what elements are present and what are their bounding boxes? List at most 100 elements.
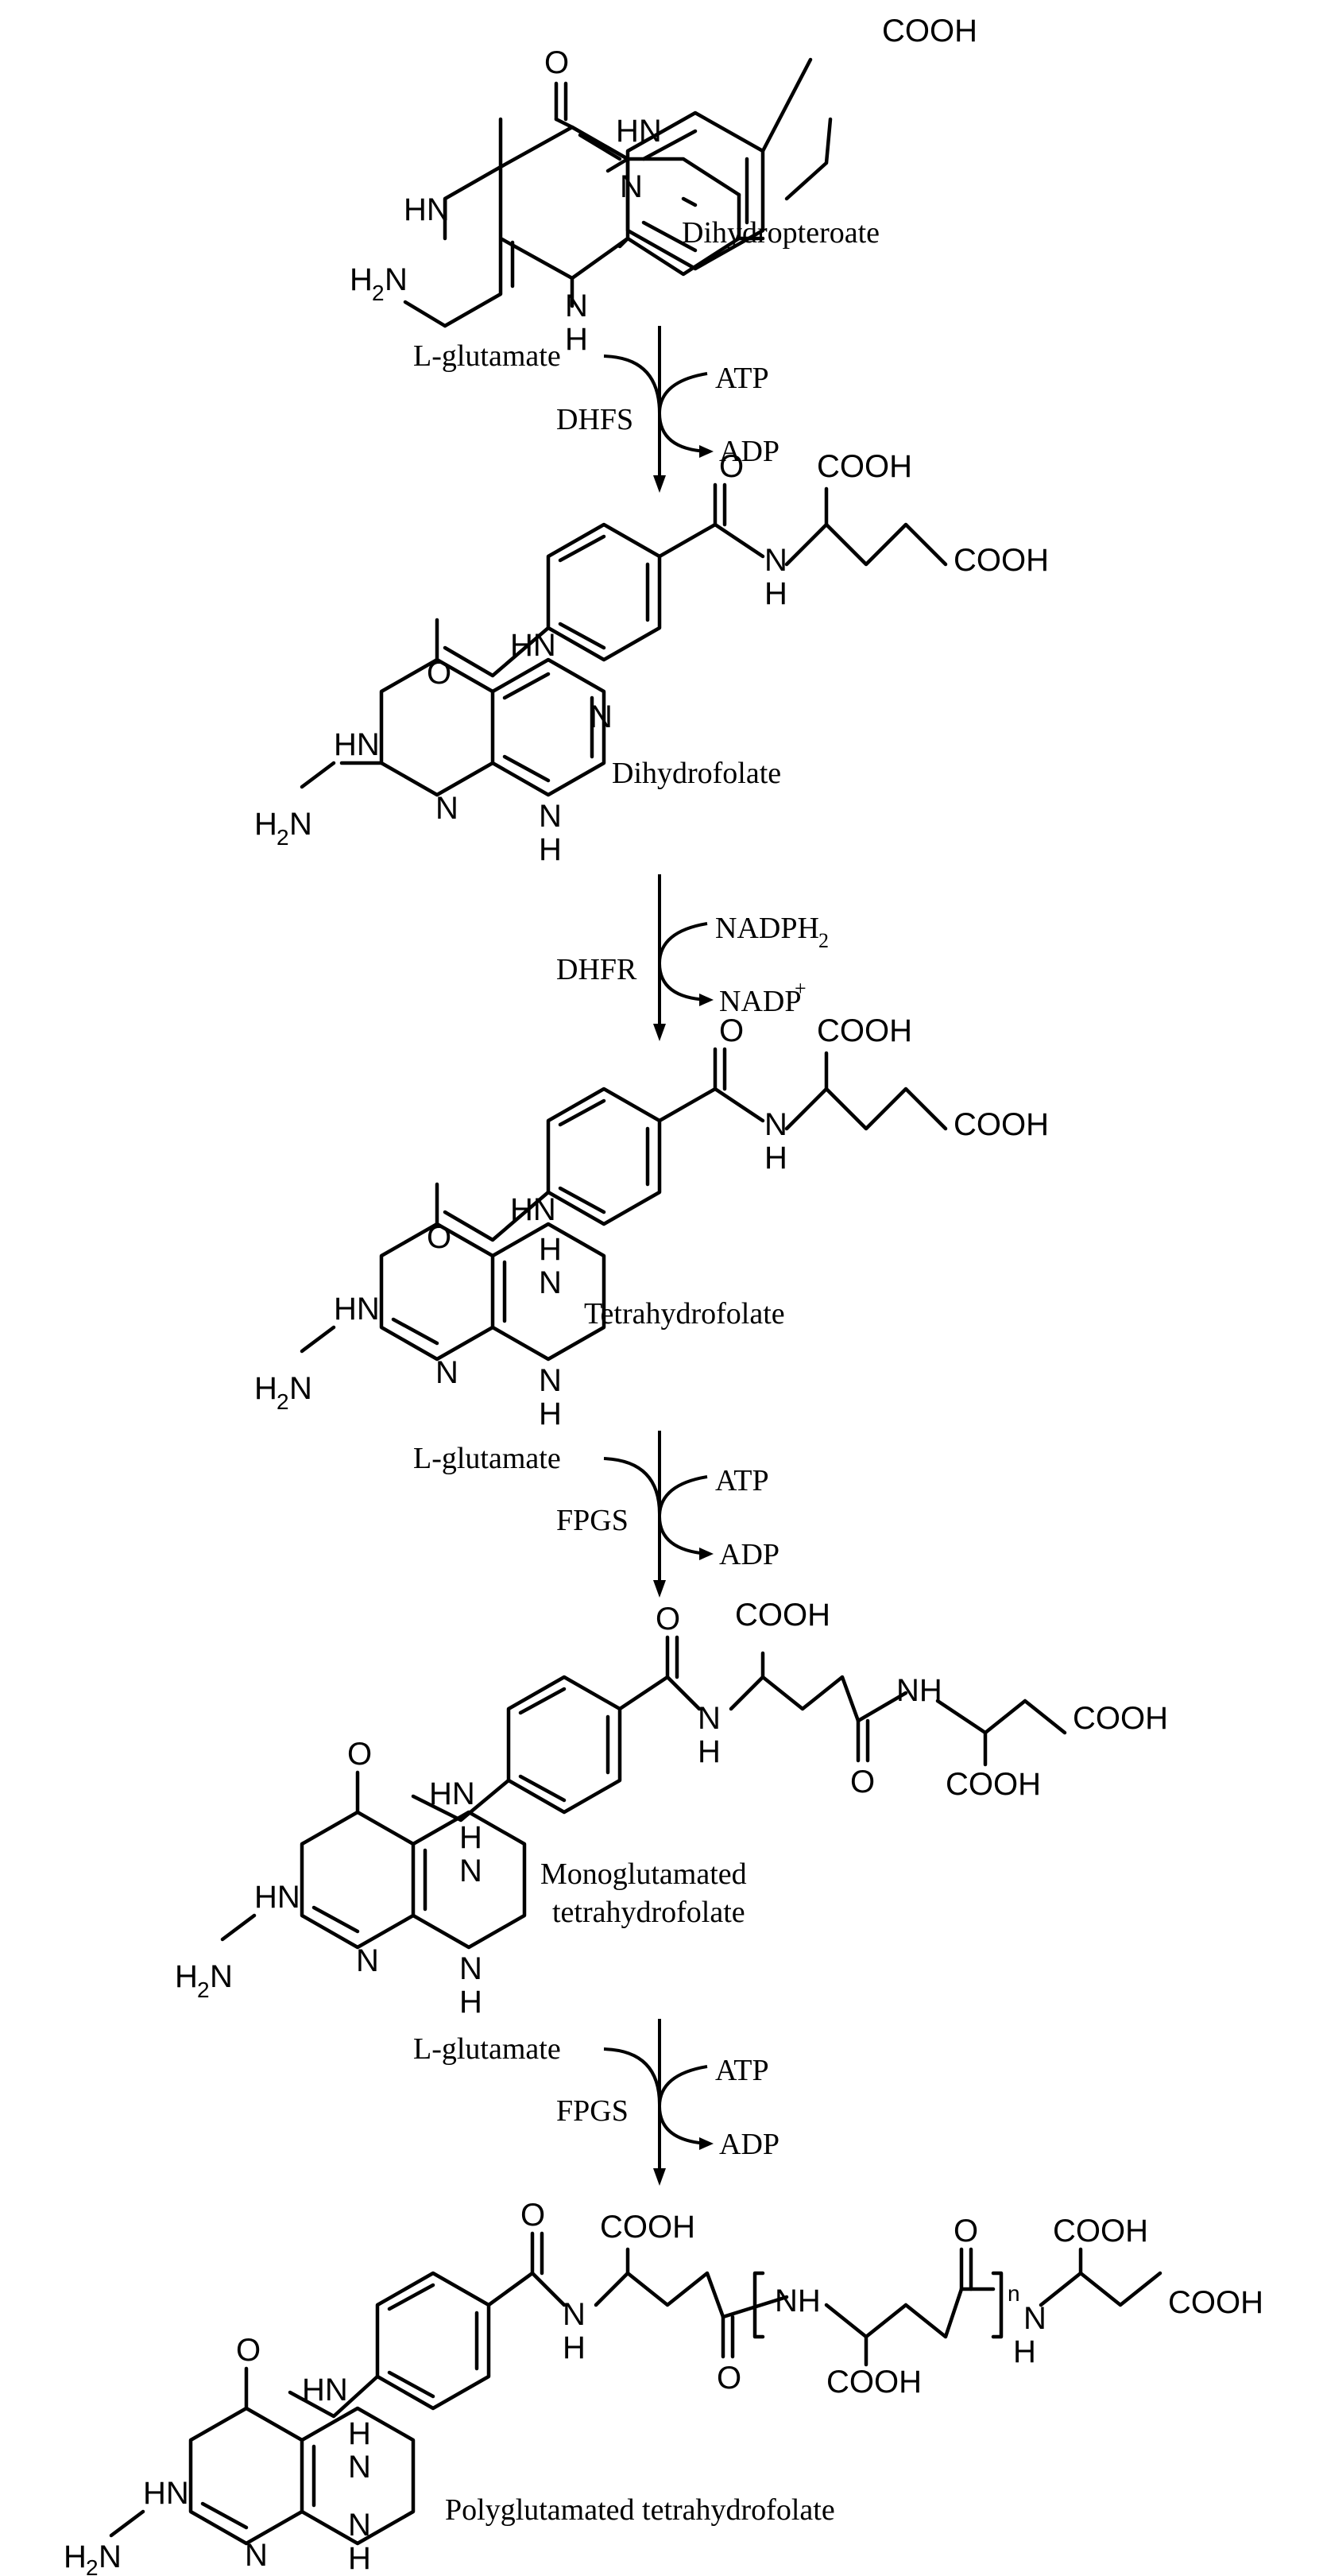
atom-cooh: COOH [882, 14, 977, 48]
atom-o: O [719, 1013, 744, 1048]
atom-h: H [350, 262, 373, 297]
substrate-label: L-glutamate [413, 2032, 561, 2066]
atom-cooh: COOH [735, 1598, 830, 1633]
atom-o: O [520, 2198, 545, 2233]
dihydropteroate-structure: O HN N HN H 2 N N H COOH Dihydropteroate [350, 14, 977, 357]
atom-h: H [539, 832, 562, 867]
atom-h: H [565, 322, 588, 357]
atom-n: N [1023, 2301, 1046, 2336]
atom-sub-2: 2 [372, 281, 385, 305]
atom-sub-2: 2 [277, 825, 289, 850]
atom-hn: HN [616, 114, 662, 149]
atom-sub-2: 2 [277, 1389, 289, 1414]
atom-h: H [698, 1734, 721, 1769]
atom-n: N [459, 1854, 482, 1888]
cofactor-out-adp: ADP [719, 2128, 779, 2161]
atom-o: O [236, 2333, 261, 2368]
atom-hn: HN [404, 192, 450, 227]
atom-o: O [719, 449, 744, 484]
reaction-step-dhfs: L-glutamate DHFS ATP ADP [413, 326, 779, 493]
atom-h: H [459, 1985, 482, 2020]
cofactor-in-atp: ATP [715, 2054, 769, 2087]
atom-n: N [698, 1701, 721, 1736]
atom-cooh: COOH [817, 449, 912, 484]
tetrahydrofolate-structure: O COOH N H COOH HN O H N HN N H 2 N N H … [254, 1013, 1049, 1431]
cofactor-out-adp: ADP [719, 435, 779, 468]
atom-h: H [539, 1232, 562, 1267]
cofactor-in-atp: ATP [715, 362, 769, 395]
atom-n: N [435, 791, 458, 826]
atom-h: H [348, 2541, 371, 2576]
atom-hn: HN [143, 2476, 189, 2511]
atom-n: N [356, 1943, 379, 1978]
atom-o: O [656, 1602, 680, 1637]
compound-name-dihydropteroate: Dihydropteroate [682, 216, 880, 250]
dihydrofolate-structure: O COOH N H COOH HN O N HN N H 2 N N H Di… [254, 449, 1049, 867]
cofactor-out-sup: + [795, 977, 807, 1000]
atom-sub-2: 2 [197, 1978, 210, 2002]
atom-o: O [954, 2214, 978, 2249]
enzyme-label-fpgs: FPGS [556, 1504, 629, 1537]
atom-cooh: COOH [1073, 1701, 1168, 1736]
atom-n: N [348, 2508, 371, 2543]
atom-h: H [348, 2416, 371, 2451]
atom-cooh: COOH [954, 1107, 1049, 1142]
atom-n: N [590, 699, 613, 734]
atom-n: N [385, 262, 408, 297]
arrow-head [653, 475, 666, 493]
atom-n: N [289, 807, 312, 842]
atom-o: O [850, 1764, 875, 1799]
cofactor-in-nadph: NADPH [715, 912, 819, 945]
reaction-step-fpgs-2: L-glutamate FPGS ATP ADP [413, 2019, 779, 2186]
atom-hn: HN [429, 1776, 475, 1811]
compound-name-mono-line2: tetrahydrofolate [552, 1896, 745, 1929]
atom-h: H [459, 1820, 482, 1855]
atom-h: H [175, 1959, 198, 1994]
atom-h: H [563, 2330, 586, 2365]
compound-name-mono-line1: Monoglutamated [540, 1857, 747, 1891]
atom-h: H [539, 1396, 562, 1431]
atom-h: H [64, 2539, 87, 2574]
atom-o: O [544, 45, 569, 80]
atom-cooh: COOH [946, 1767, 1041, 1802]
atom-n: N [245, 2538, 268, 2573]
compound-name-dihydrofolate: Dihydrofolate [612, 757, 781, 790]
atom-h: H [1013, 2334, 1036, 2369]
reaction-step-dhfr: DHFR NADPH 2 NADP + [556, 874, 829, 1041]
polyglutamated-thf-structure: O COOH N H O NH COOH O n N H COOH COOH H… [64, 2198, 1263, 2576]
atom-o: O [717, 2361, 741, 2396]
atom-o: O [427, 656, 451, 691]
atom-hn: HN [302, 2373, 348, 2407]
atom-hn: HN [510, 628, 556, 663]
atom-sub-2: 2 [86, 2555, 99, 2576]
atom-n: N [289, 1371, 312, 1406]
atom-n: N [99, 2539, 122, 2574]
cofactor-in-atp: ATP [715, 1464, 769, 1497]
compound-name-poly: Polyglutamated tetrahydrofolate [445, 2493, 835, 2527]
atom-n: N [764, 543, 787, 578]
cofactor-out-adp: ADP [719, 1538, 779, 1571]
atom-h: H [764, 576, 787, 611]
atom-n: N [539, 799, 562, 834]
atom-n: N [435, 1355, 458, 1390]
atom-h: H [764, 1141, 787, 1176]
repeat-unit-n: n [1008, 2281, 1020, 2306]
atom-cooh: COOH [826, 2365, 922, 2400]
cofactor-out-nadp: NADP [719, 985, 801, 1018]
cofactor-in-sub: 2 [818, 929, 829, 952]
atom-cooh: COOH [817, 1013, 912, 1048]
atom-cooh: COOH [1168, 2285, 1263, 2320]
atom-h: H [254, 807, 277, 842]
atom-n: N [348, 2450, 371, 2485]
atom-n: N [565, 289, 588, 323]
atom-n: N [764, 1107, 787, 1142]
atom-h: H [254, 1371, 277, 1406]
atom-hn: HN [510, 1192, 556, 1227]
monoglutamated-thf-structure: O COOH N H NH O COOH COOH HN O H N HN N … [175, 1598, 1168, 2020]
atom-o: O [347, 1737, 372, 1772]
enzyme-label-dhfr: DHFR [556, 953, 637, 986]
enzyme-label-dhfs: DHFS [556, 403, 633, 436]
atom-n: N [620, 169, 643, 204]
atom-hn: HN [334, 727, 380, 762]
atom-hn: HN [254, 1880, 300, 1915]
